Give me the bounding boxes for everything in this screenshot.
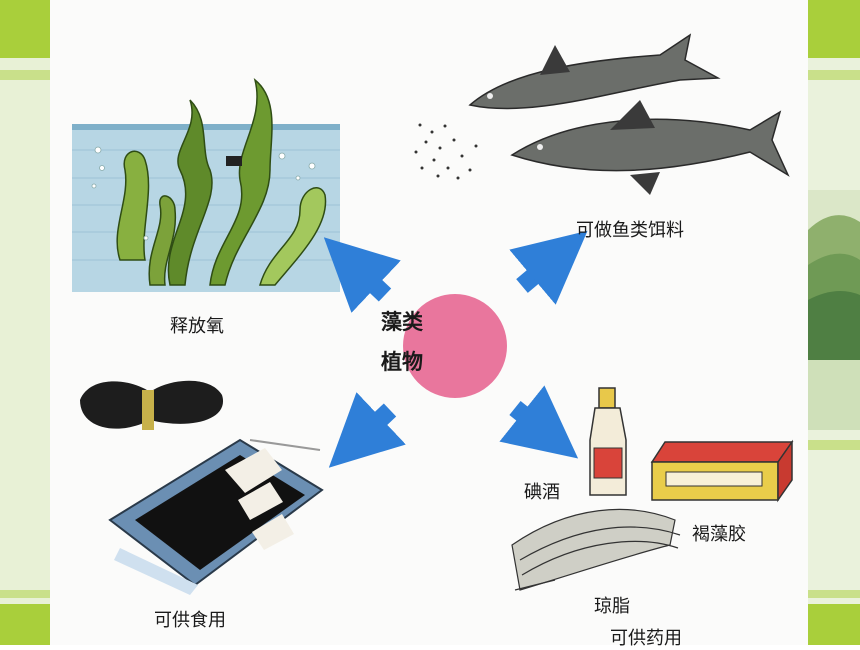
center-title-line2: 植物	[381, 350, 423, 374]
kelp-bundle-illustration	[80, 380, 224, 430]
seaweed-package-illustration	[108, 438, 324, 595]
landscape-decoration	[808, 0, 860, 645]
label-medicine: 可供药用	[610, 628, 682, 649]
algin-box-illustration	[650, 439, 794, 503]
slide-frame-left	[0, 0, 50, 645]
arrow-to-food	[328, 392, 406, 468]
label-algin: 褐藻胶	[692, 524, 746, 545]
center-circle	[403, 294, 507, 398]
frame-stripe	[0, 590, 50, 598]
label-iodine: 碘酒	[524, 482, 560, 503]
iodine-bottle-illustration	[589, 387, 627, 496]
diagram-drawing	[72, 33, 794, 595]
arrows	[323, 230, 588, 468]
arrow-to-medicine	[499, 385, 579, 459]
frame-stripe	[0, 70, 50, 80]
frame-stripe	[0, 0, 50, 58]
frame-stripe	[0, 604, 50, 645]
arrow-to-fish-feed	[509, 230, 588, 305]
label-oxygen: 释放氧	[170, 316, 224, 337]
label-food: 可供食用	[154, 610, 226, 631]
diagram-canvas: 藻类 植物 释放氧 可做鱼类饵料 可供食用 可供药用 碘酒 褐藻胶 琼脂	[50, 0, 808, 649]
slide-frame-right	[808, 0, 860, 645]
agar-strips-illustration	[511, 508, 681, 591]
label-agar: 琼脂	[594, 596, 630, 617]
algae-underwater-illustration	[72, 78, 340, 292]
label-fish-feed: 可做鱼类饵料	[576, 220, 684, 241]
center-title-line1: 藻类	[381, 310, 423, 334]
arrow-to-oxygen	[323, 237, 401, 313]
fish-illustration	[414, 33, 790, 195]
